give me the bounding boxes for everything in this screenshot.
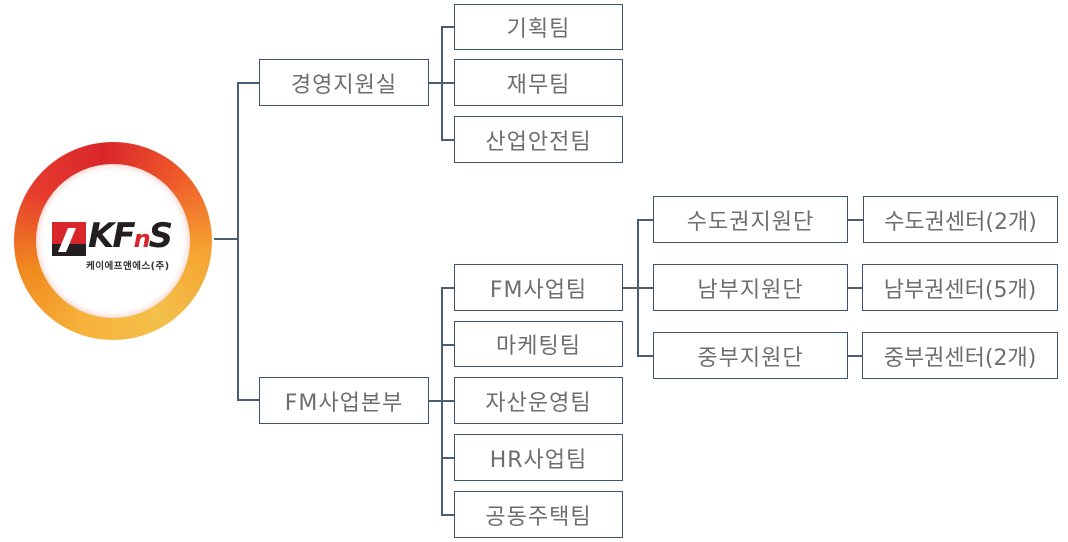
connector [441,82,455,84]
org-box-team-fm-business[interactable]: FM사업팀 [454,264,623,311]
logo-subtitle: 케이에프앤에스(주) [86,261,170,272]
connector [847,355,863,357]
org-box-division-management-support[interactable]: 경영지원실 [259,59,429,106]
org-box-unit-southern[interactable]: 남부지원단 [653,264,848,311]
connector [441,457,455,459]
connector [441,287,455,289]
connector [428,400,442,402]
logo-inner-circle: KFnS 케이에프앤에스(주) [36,164,190,318]
connector [441,26,455,28]
org-box-team-industrial-safety[interactable]: 산업안전팀 [454,116,623,163]
org-box-team-finance[interactable]: 재무팀 [454,59,623,106]
org-box-team-marketing[interactable]: 마케팅팀 [454,321,623,367]
connector [237,399,260,401]
kfns-mark-icon [52,222,86,256]
connector [441,400,455,402]
connector [622,287,638,289]
connector [441,139,455,141]
logo-brand: KFnS [88,216,173,256]
org-box-division-fm-business[interactable]: FM사업본부 [259,377,429,424]
connector [237,82,239,400]
org-box-team-planning[interactable]: 기획팀 [454,4,623,50]
org-box-team-asset-operations[interactable]: 자산운영팀 [454,377,623,424]
connector [847,219,863,221]
connector [637,355,654,357]
company-logo: KFnS 케이에프앤에스(주) [14,142,212,340]
org-box-center-central[interactable]: 중부권센터(2개) [862,332,1058,379]
org-box-team-hr-business[interactable]: HR사업팀 [454,434,623,481]
org-box-center-southern[interactable]: 남부권센터(5개) [862,264,1058,311]
org-box-center-capital-region[interactable]: 수도권센터(2개) [863,196,1058,243]
org-box-unit-capital-region[interactable]: 수도권지원단 [653,196,848,243]
org-box-unit-central[interactable]: 중부지원단 [653,332,848,379]
connector [441,344,455,346]
org-box-team-apartment[interactable]: 공동주택팀 [454,491,623,538]
connector [214,238,238,240]
connector [441,514,455,516]
connector [847,287,863,289]
connector [428,82,442,84]
connector [637,287,654,289]
connector [237,82,260,84]
connector [637,219,654,221]
